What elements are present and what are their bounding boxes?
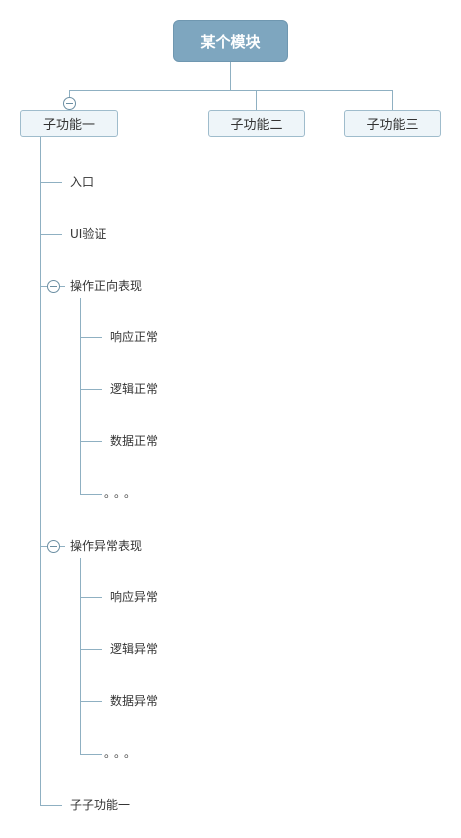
node-positive-logic[interactable]: 逻辑正常 <box>110 382 159 396</box>
child-node-1-label: 子功能一 <box>42 118 95 133</box>
node-negative-behavior[interactable]: 操作异常表现 <box>70 539 143 553</box>
child-node-3[interactable]: 子功能三 <box>344 110 441 137</box>
node-positive-behavior[interactable]: 操作正向表现 <box>70 279 143 293</box>
child-node-1[interactable]: 子功能一 <box>20 110 118 137</box>
child-node-3-label: 子功能三 <box>366 118 419 133</box>
child-node-2-label: 子功能二 <box>230 118 283 133</box>
collapse-positive-icon[interactable] <box>47 280 60 293</box>
collapse-child-1-icon[interactable] <box>63 97 76 110</box>
node-sub-sub-function[interactable]: 子子功能一 <box>70 798 131 812</box>
collapse-negative-icon[interactable] <box>47 540 60 553</box>
node-negative-more[interactable]: 。。。 <box>104 746 141 760</box>
node-entry[interactable]: 入口 <box>70 175 95 189</box>
root-node-label: 某个模块 <box>200 32 261 51</box>
node-positive-response[interactable]: 响应正常 <box>110 330 159 344</box>
root-node[interactable]: 某个模块 <box>173 20 288 62</box>
node-ui-check[interactable]: UI验证 <box>70 227 107 241</box>
node-negative-logic[interactable]: 逻辑异常 <box>110 642 159 656</box>
node-positive-more[interactable]: 。。。 <box>104 486 141 500</box>
child-node-2[interactable]: 子功能二 <box>208 110 305 137</box>
node-negative-response[interactable]: 响应异常 <box>110 590 159 604</box>
node-negative-data[interactable]: 数据异常 <box>110 694 159 708</box>
node-positive-data[interactable]: 数据正常 <box>110 434 159 448</box>
